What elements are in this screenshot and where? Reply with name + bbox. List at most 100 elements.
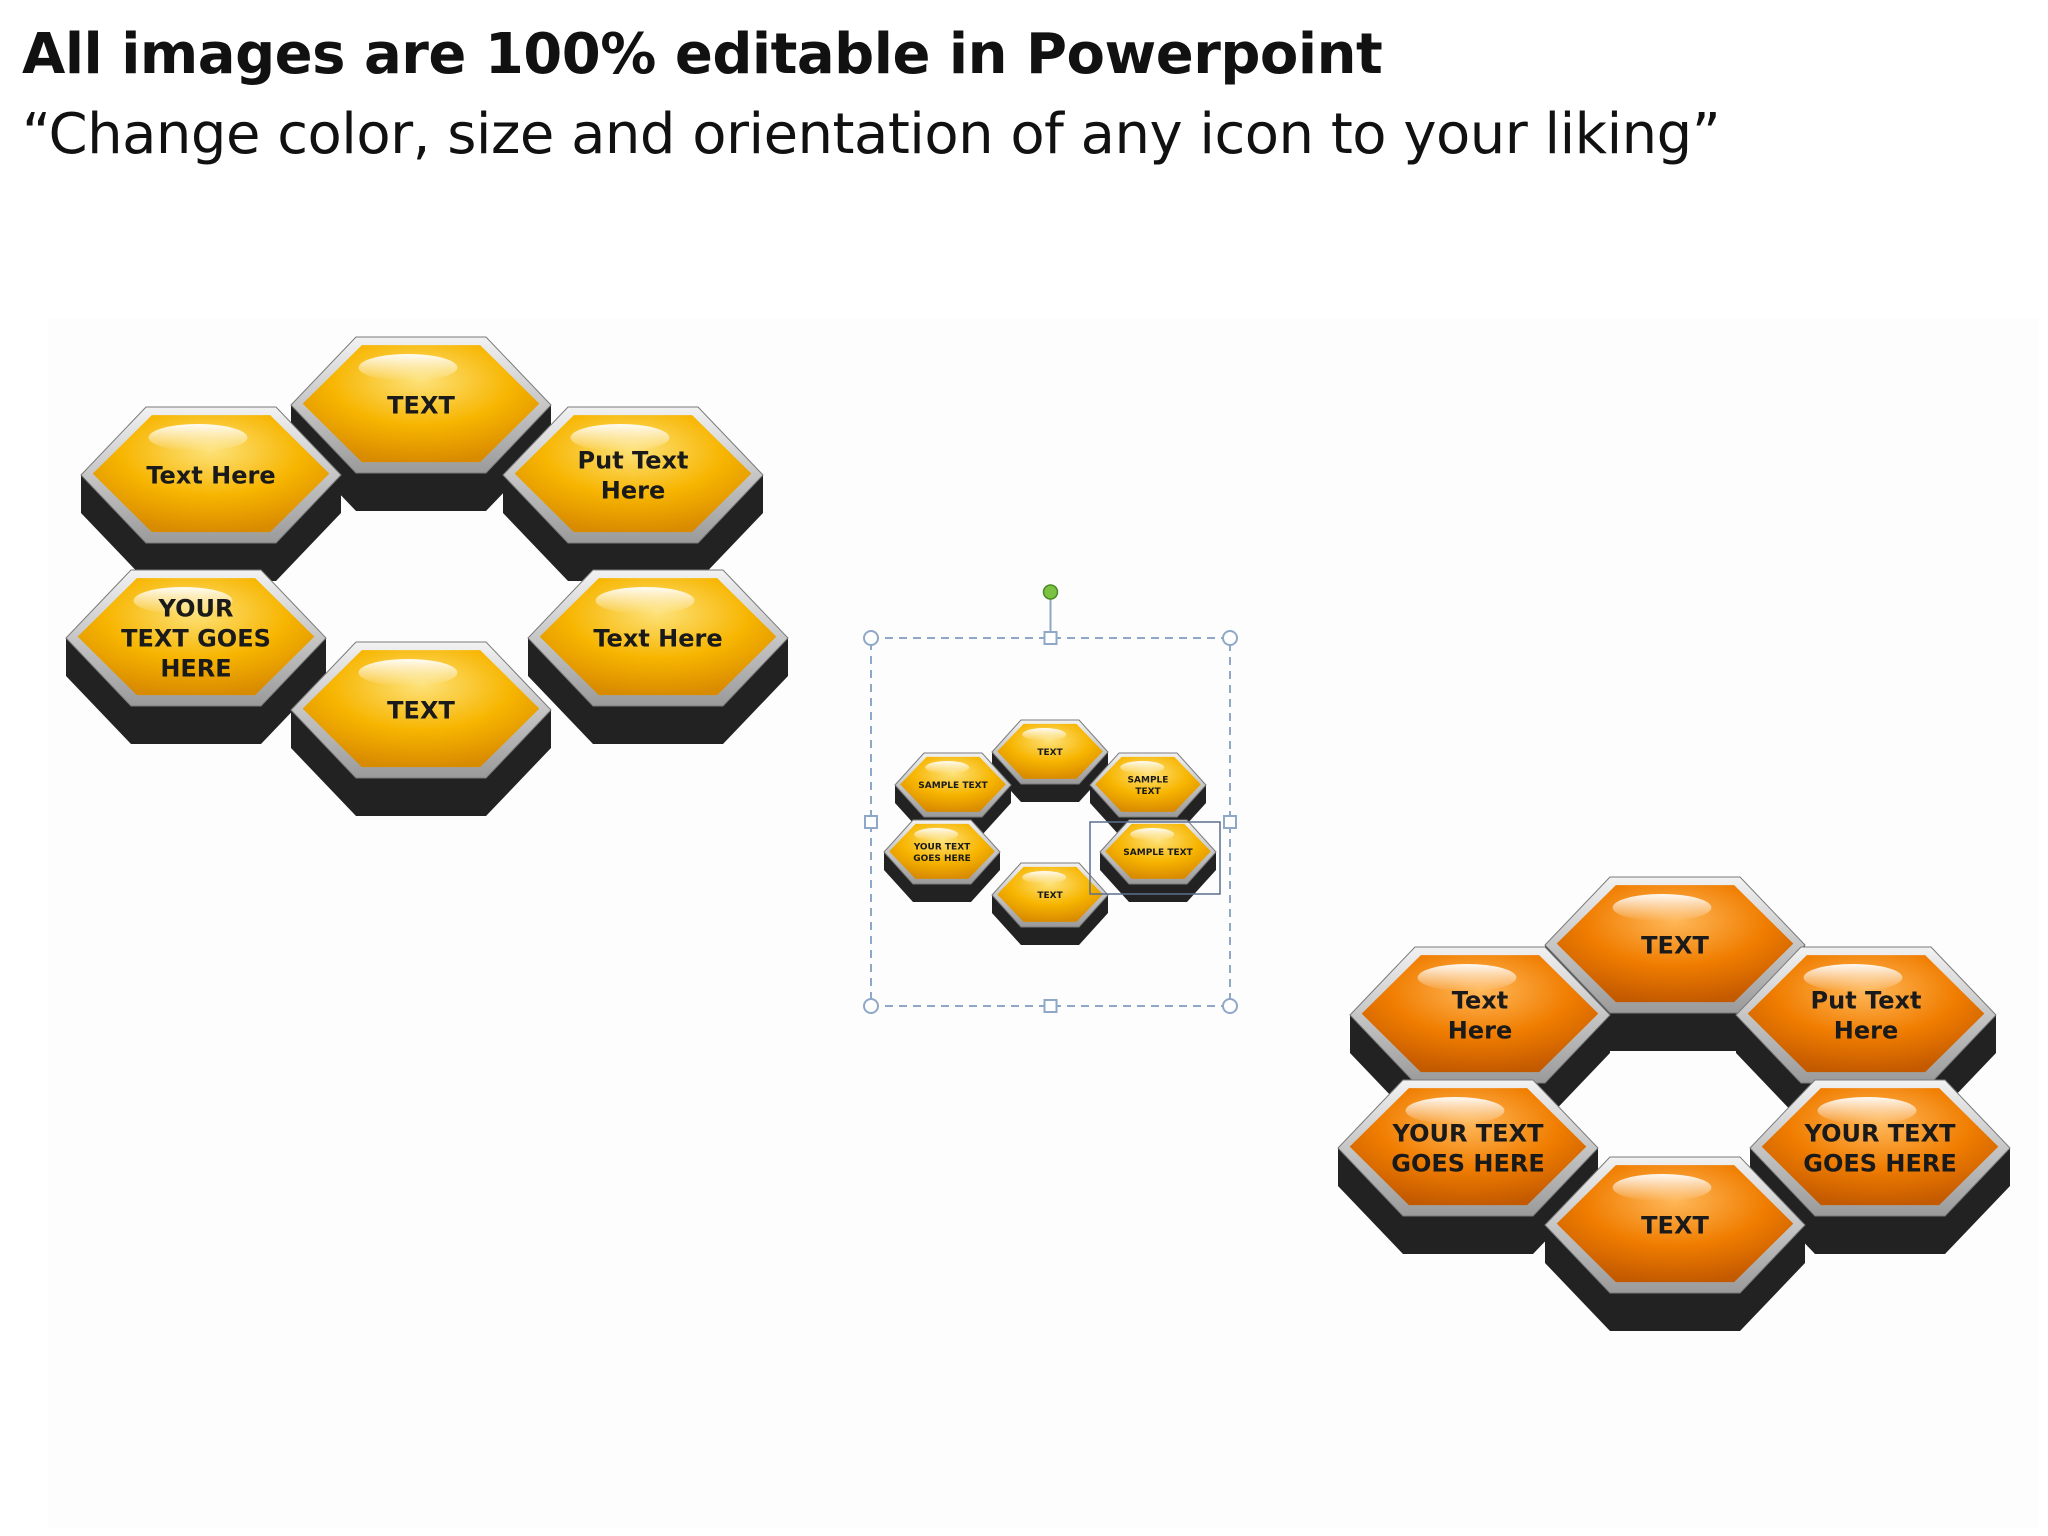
selected-shape-outline	[1089, 821, 1221, 895]
hex-label: SAMPLE TEXT	[918, 781, 988, 791]
hex-gloss	[925, 761, 970, 774]
hex-label: TEXT	[387, 391, 455, 419]
hex-gloss	[1405, 1097, 1505, 1125]
hex-label: YOUR TEXT	[1804, 1119, 1957, 1147]
hex-label: GOES HERE	[1391, 1149, 1545, 1177]
hex-label: YOUR TEXT	[1392, 1119, 1545, 1147]
hex-label: Here	[601, 476, 665, 504]
hex-label: TEXT	[1037, 748, 1063, 758]
hex-label: Put Text	[1811, 986, 1922, 1014]
hex-face	[77, 578, 315, 696]
side-resize-handle[interactable]	[864, 815, 878, 829]
hex-gloss	[1817, 1097, 1917, 1125]
corner-resize-handle[interactable]	[863, 998, 879, 1014]
hex-label: SAMPLE TEXT	[1123, 848, 1193, 858]
hex-label: Here	[1834, 1016, 1898, 1044]
hex-base	[884, 852, 1000, 902]
hex-face	[1556, 1165, 1794, 1283]
rotate-handle[interactable]	[1042, 584, 1059, 600]
hex-face	[1761, 1088, 1999, 1206]
hex-cell-lower-right[interactable]: SAMPLE TEXT	[1099, 819, 1217, 902]
hex-base	[291, 710, 551, 816]
hex-gloss	[1612, 1174, 1712, 1202]
hex-label: YOUR TEXT	[913, 843, 971, 853]
hex-label: HERE	[160, 654, 231, 682]
hex-base	[1338, 1148, 1598, 1254]
hex-face	[92, 415, 330, 533]
corner-resize-handle[interactable]	[863, 630, 879, 646]
hex-label: Put Text	[578, 446, 689, 474]
hex-cell-bottom[interactable]: TEXT	[991, 862, 1109, 945]
hex-base	[1750, 1148, 2010, 1254]
hex-label: Here	[1448, 1016, 1512, 1044]
hex-base	[66, 638, 326, 744]
hex-gloss	[1120, 761, 1165, 774]
hex-gloss	[1803, 964, 1903, 992]
hex-cell-top[interactable]: TEXT	[991, 719, 1109, 802]
hex-face	[997, 723, 1103, 779]
hex-cell-top[interactable]: TEXT	[290, 336, 552, 511]
hex-label: GOES HERE	[913, 854, 971, 864]
hex-gloss	[1612, 894, 1712, 922]
hex-face	[302, 650, 540, 768]
hex-base	[1100, 852, 1216, 902]
hex-base	[528, 638, 788, 744]
hex-face	[1556, 885, 1794, 1003]
corner-resize-handle[interactable]	[1222, 630, 1238, 646]
hex-cell-bottom[interactable]: TEXT	[290, 641, 552, 816]
hex-gloss	[595, 587, 695, 615]
hex-cell-lower-right[interactable]: Text Here	[527, 569, 789, 744]
hex-label: TEXT	[1641, 931, 1709, 959]
hex-base	[81, 475, 341, 581]
hex-face	[1349, 1088, 1587, 1206]
side-resize-handle[interactable]	[1043, 631, 1058, 645]
page-subtitle: “Change color, size and orientation of a…	[22, 102, 1721, 167]
hex-base	[291, 405, 551, 511]
hex-gloss	[358, 659, 458, 687]
hex-label: TEXT	[387, 696, 455, 724]
hex-base	[992, 895, 1108, 945]
hex-face	[302, 345, 540, 463]
hex-face	[539, 578, 777, 696]
hex-gloss	[148, 424, 248, 452]
hex-label: TEXT	[1641, 1211, 1709, 1239]
side-resize-handle[interactable]	[1043, 999, 1058, 1013]
hex-label: TEXT	[1135, 787, 1161, 797]
hex-face	[900, 756, 1006, 812]
hex-face	[889, 823, 995, 879]
hex-label: TEXT	[1037, 891, 1063, 901]
hex-label: GOES HERE	[1803, 1149, 1957, 1177]
hex-label: Text Here	[146, 461, 275, 489]
hex-gloss	[1022, 728, 1067, 741]
side-resize-handle[interactable]	[1223, 815, 1237, 829]
hex-face	[997, 866, 1103, 922]
hex-gloss	[1417, 964, 1517, 992]
hex-gloss	[358, 354, 458, 382]
selection-box[interactable]	[863, 584, 1238, 1014]
hex-base	[1545, 1225, 1805, 1331]
hex-face	[1361, 955, 1599, 1073]
corner-resize-handle[interactable]	[1222, 998, 1238, 1014]
hex-face	[514, 415, 752, 533]
hex-gloss	[133, 587, 233, 615]
hex-cell-upper-left[interactable]: Text Here	[80, 406, 342, 581]
hex-base	[503, 475, 763, 581]
hex-gloss	[570, 424, 670, 452]
hex-label: Text	[1452, 986, 1508, 1014]
hex-gloss	[1130, 828, 1175, 841]
hex-label: Text Here	[593, 624, 722, 652]
page-title: All images are 100% editable in Powerpoi…	[22, 22, 1383, 87]
hex-gloss	[914, 828, 959, 841]
hex-cell-bottom[interactable]: TEXT	[1544, 1156, 1806, 1331]
hex-label: SAMPLE	[1128, 776, 1169, 786]
